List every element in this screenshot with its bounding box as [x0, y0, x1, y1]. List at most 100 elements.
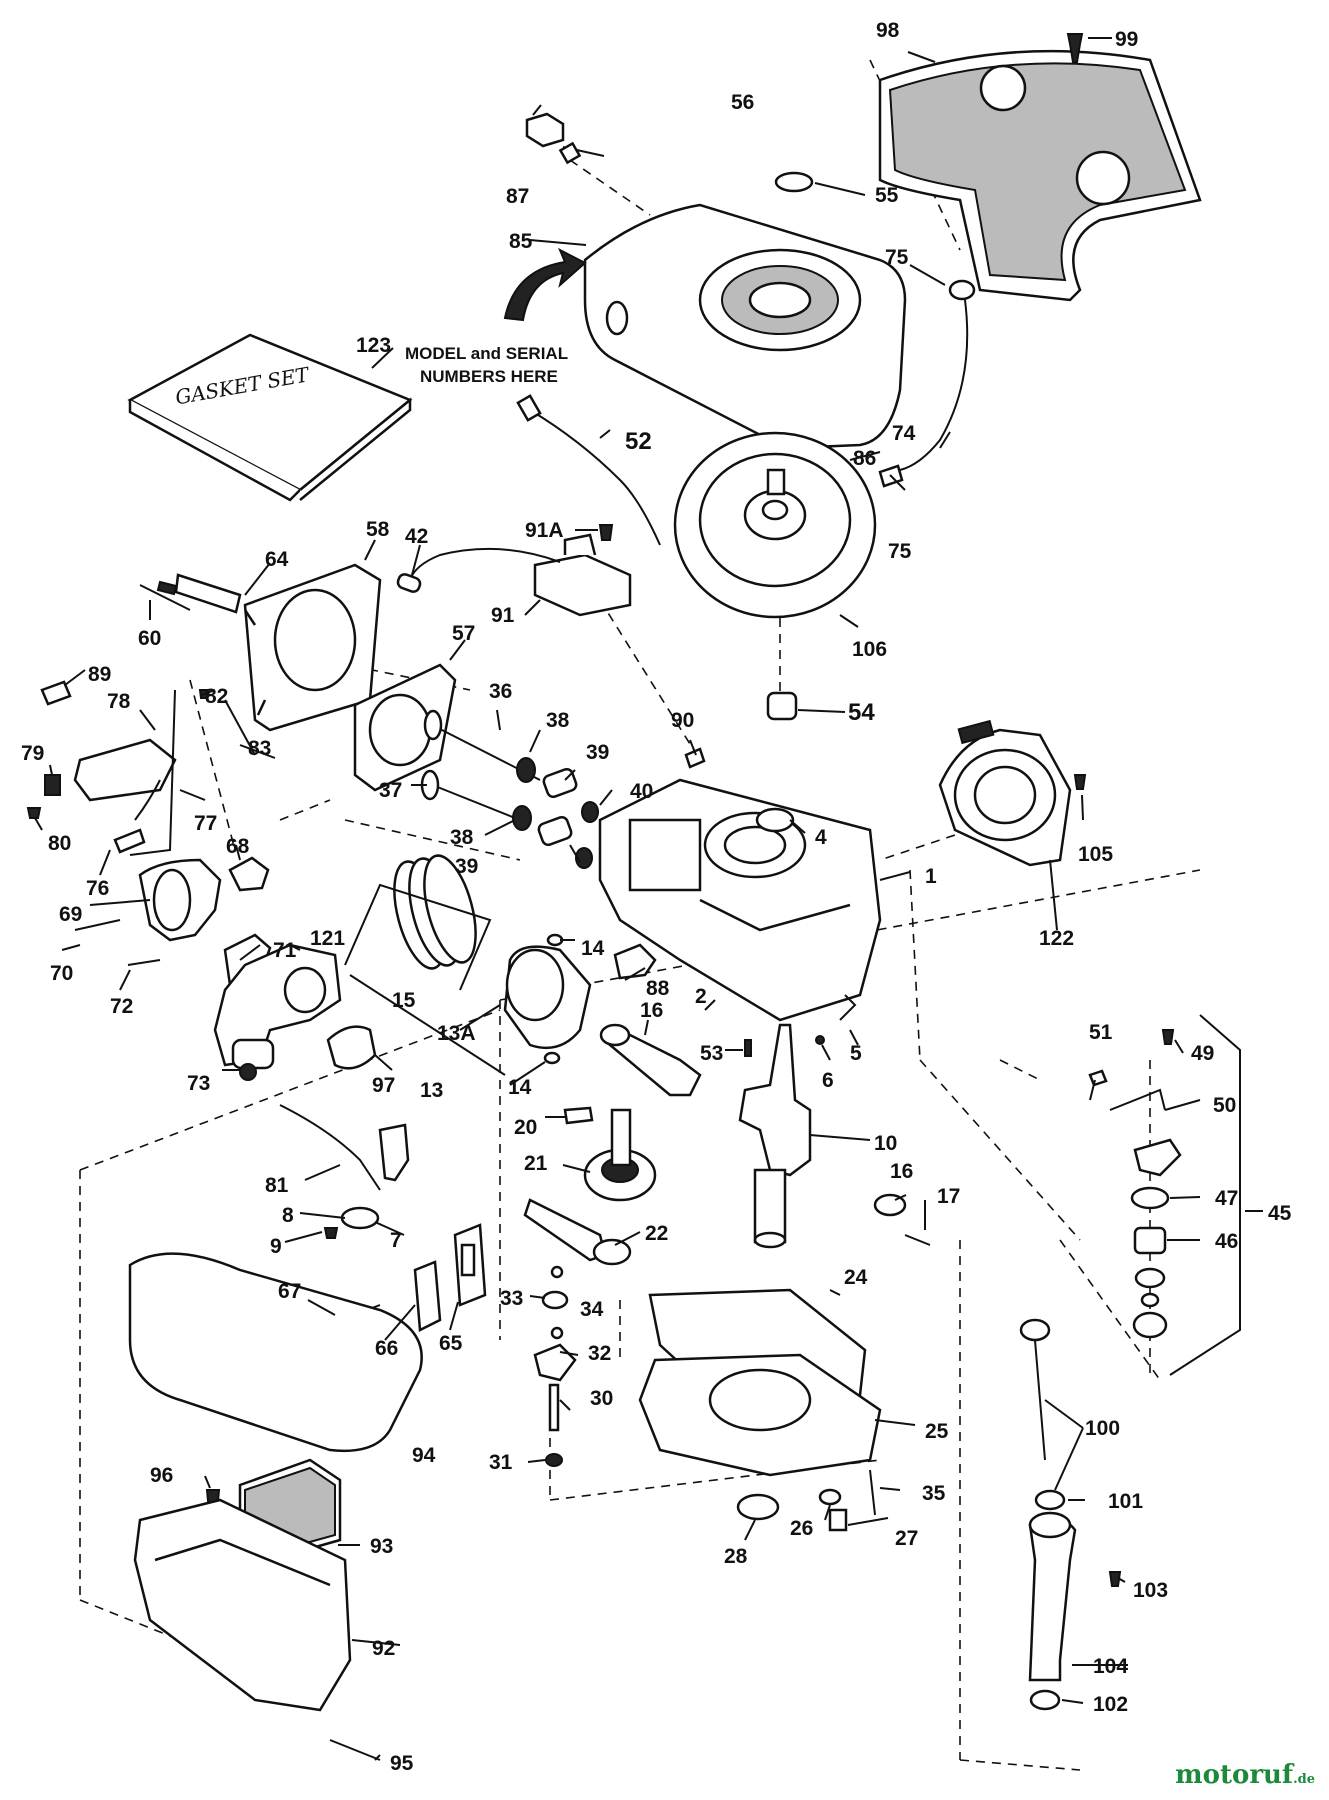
part-shapes — [26, 33, 1241, 1761]
part-label: 36 — [489, 680, 512, 703]
part-label: 73 — [187, 1072, 210, 1095]
part-label: 82 — [205, 685, 228, 708]
part-label: 51 — [1089, 1021, 1113, 1044]
part-label: 14 — [581, 937, 605, 960]
part-label: 38 — [546, 709, 570, 732]
part-label: 28 — [724, 1545, 748, 1568]
part-label: 70 — [50, 962, 73, 985]
part-label: 13A — [437, 1022, 476, 1045]
part-label: 1 — [925, 865, 937, 888]
part-label: 16 — [640, 999, 663, 1022]
part-label: 101 — [1108, 1490, 1143, 1513]
part-label: 32 — [588, 1342, 611, 1365]
part-label: 55 — [875, 184, 899, 207]
watermark-tld: .de — [1293, 1772, 1315, 1787]
part-label: 121 — [310, 927, 345, 950]
part-label: 105 — [1078, 843, 1113, 866]
oil-fill-tube — [1028, 1517, 1077, 1682]
part-label: 81 — [265, 1174, 289, 1197]
part-label: 76 — [86, 877, 109, 900]
part-label: 52 — [625, 428, 652, 455]
part-label: 64 — [265, 548, 289, 571]
model-serial-note-line2: NUMBERS HERE — [420, 367, 558, 386]
part-label: 57 — [452, 622, 475, 645]
part-label: 56 — [731, 91, 754, 114]
part-label: 27 — [895, 1527, 918, 1550]
part-label: 91A — [525, 519, 564, 542]
part-label: 83 — [248, 737, 271, 760]
part-label: 30 — [590, 1387, 613, 1410]
part-label: 98 — [876, 19, 900, 42]
part-label: 35 — [922, 1482, 946, 1505]
part-label: 22 — [645, 1222, 668, 1245]
part-label: 20 — [514, 1116, 537, 1139]
part-label: 68 — [226, 835, 250, 858]
part-label: 100 — [1085, 1417, 1120, 1440]
part-label: 74 — [892, 422, 916, 445]
part-label: 37 — [379, 779, 402, 802]
part-label: 6 — [822, 1069, 834, 1092]
part-label: 25 — [925, 1420, 949, 1443]
part-label: 106 — [852, 638, 887, 661]
part-label: 123 — [356, 334, 391, 357]
part-label: 80 — [48, 832, 71, 855]
part-label: 102 — [1093, 1693, 1128, 1716]
part-label: 42 — [405, 525, 428, 548]
part-label: 75 — [888, 540, 912, 563]
part-label: 17 — [937, 1185, 960, 1208]
part-label: 15 — [392, 989, 416, 1012]
part-label: 87 — [506, 185, 529, 208]
part-label: 91 — [491, 604, 515, 627]
watermark-logo: motoruf.de — [1175, 1760, 1315, 1790]
part-label: 47 — [1215, 1187, 1238, 1210]
part-label: 7 — [390, 1229, 402, 1252]
part-label: 50 — [1213, 1094, 1236, 1117]
part-label: 8 — [282, 1204, 294, 1227]
part-label: 54 — [848, 699, 875, 726]
part-label: 75 — [885, 246, 909, 269]
part-label: 89 — [88, 663, 111, 686]
part-label: 97 — [372, 1074, 395, 1097]
part-label: 39 — [586, 741, 609, 764]
part-label: 104 — [1093, 1655, 1128, 1678]
part-label: 13 — [420, 1079, 443, 1102]
part-label: 95 — [390, 1752, 414, 1775]
part-label: 67 — [278, 1280, 301, 1303]
part-label: 93 — [370, 1535, 393, 1558]
part-label: 21 — [524, 1152, 548, 1175]
part-label: 71 — [273, 939, 297, 962]
part-label: 72 — [110, 995, 133, 1018]
part-label: 38 — [450, 826, 474, 849]
part-label: 49 — [1191, 1042, 1214, 1065]
part-label: 5 — [850, 1042, 862, 1065]
part-label: 26 — [790, 1517, 813, 1540]
part-label: 122 — [1039, 927, 1074, 950]
part-label: 69 — [59, 903, 82, 926]
part-label: 86 — [853, 447, 876, 470]
part-label: 2 — [695, 985, 707, 1008]
part-label: 103 — [1133, 1579, 1168, 1602]
part-label: 96 — [150, 1464, 173, 1487]
part-label: 77 — [194, 812, 217, 835]
part-label: 45 — [1268, 1202, 1292, 1225]
part-label: 88 — [646, 977, 670, 1000]
leader-lines — [34, 37, 1263, 1761]
part-label: 79 — [21, 742, 44, 765]
part-label: 66 — [375, 1337, 398, 1360]
ignition-module — [533, 553, 632, 617]
part-label: 34 — [580, 1298, 604, 1321]
part-label: 14 — [508, 1076, 532, 1099]
gasket-set-box — [127, 333, 413, 492]
model-serial-note-line1: MODEL and SERIAL — [405, 344, 568, 363]
part-label: 94 — [412, 1444, 436, 1467]
part-label: 9 — [270, 1235, 282, 1258]
part-label: 33 — [500, 1287, 523, 1310]
part-label: 65 — [439, 1332, 463, 1355]
part-label: 40 — [630, 780, 653, 803]
watermark-name: motoruf — [1175, 1760, 1294, 1790]
part-number-labels: 98 99 56 55 87 85 75 123 74 52 86 75 91A… — [21, 19, 1292, 1775]
air-cleaner-cover — [128, 1252, 423, 1452]
part-label: 39 — [455, 855, 478, 878]
part-label: 90 — [671, 709, 694, 732]
part-label: 10 — [874, 1132, 897, 1155]
